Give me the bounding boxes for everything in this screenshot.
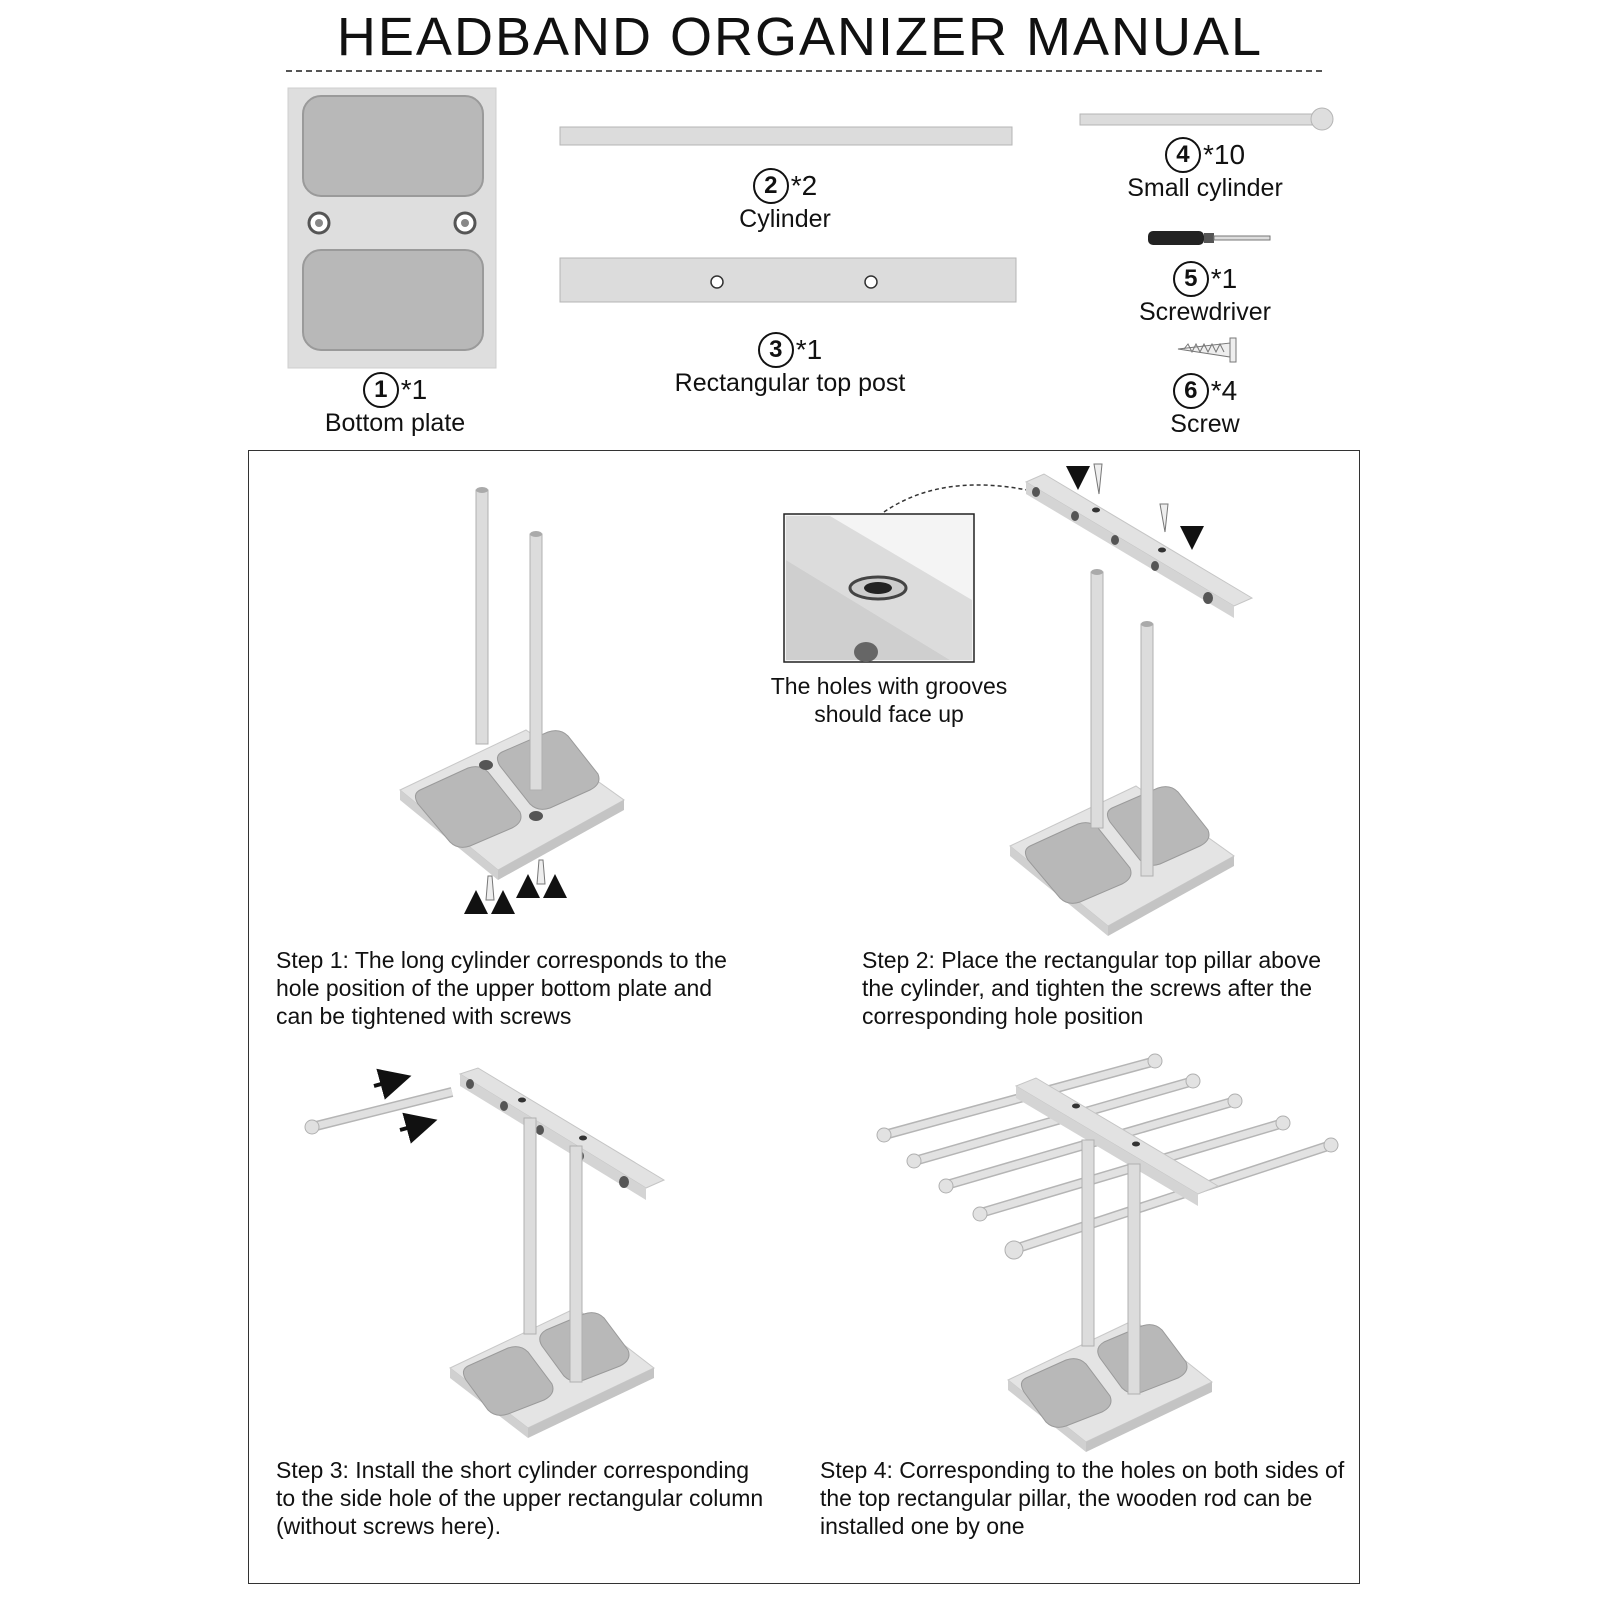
- step-4-text: Step 4: Corresponding to the holes on bo…: [820, 1456, 1350, 1540]
- bottom-plate-illustration: [287, 87, 497, 369]
- screwdriver-illustration: [1148, 231, 1271, 245]
- step-3-line-3: (without screws here).: [276, 1513, 501, 1539]
- part-5-qty: *1: [1210, 263, 1238, 294]
- part-6-label: 6*4 Screw: [1090, 373, 1320, 439]
- part-5-name: Screwdriver: [1139, 298, 1271, 326]
- step-2-line-1: Step 2: Place the rectangular top pillar…: [862, 947, 1322, 973]
- part-3-name: Rectangular top post: [674, 369, 906, 397]
- part-4-label: 4*10 Small cylinder: [1090, 137, 1320, 203]
- step-1-line-1: Step 1: The long cylinder corresponds to…: [276, 947, 727, 973]
- step-2-line-3: corresponding hole position: [862, 1003, 1144, 1029]
- part-6-qty: *4: [1210, 375, 1238, 406]
- part-3-number: 3: [757, 332, 794, 368]
- screw-illustration: [1177, 337, 1237, 363]
- part-1-name: Bottom plate: [324, 409, 466, 437]
- groove-callout: The holes with grooves should face up: [750, 672, 1028, 728]
- title-divider: [286, 70, 1322, 72]
- step-2-line-2: the cylinder, and tighten the screws aft…: [862, 975, 1313, 1001]
- part-4-name: Small cylinder: [1127, 174, 1283, 202]
- part-2-name: Cylinder: [739, 205, 831, 233]
- assembly-steps-panel: [248, 450, 1360, 1584]
- part-1-label: 1*1 Bottom plate: [290, 372, 500, 438]
- part-6-number: 6: [1172, 373, 1209, 409]
- step-3-line-2: to the side hole of the upper rectangula…: [276, 1485, 764, 1511]
- step-1-illustration: [399, 487, 625, 914]
- step-4-line-3: installed one by one: [820, 1513, 1025, 1539]
- cylinder-illustration: [559, 126, 1013, 146]
- step-2-illustration: [783, 463, 1254, 936]
- step-1-line-2: hole position of the upper bottom plate …: [276, 975, 713, 1001]
- step-1-line-3: can be tightened with screws: [276, 1003, 572, 1029]
- step-4-line-2: the top rectangular pillar, the wooden r…: [820, 1485, 1313, 1511]
- step-3-illustration: [304, 1067, 666, 1438]
- part-4-number: 4: [1164, 137, 1201, 173]
- step-1-text: Step 1: The long cylinder corresponds to…: [276, 946, 836, 1030]
- part-2-qty: *2: [790, 170, 818, 201]
- page-title: HEADBAND ORGANIZER MANUAL: [336, 7, 1264, 67]
- step-3-line-1: Step 3: Install the short cylinder corre…: [276, 1457, 750, 1483]
- part-6-name: Screw: [1170, 410, 1240, 438]
- part-4-qty: *10: [1202, 139, 1246, 170]
- step-2-text: Step 2: Place the rectangular top pillar…: [862, 946, 1342, 1030]
- part-2-label: 2*2 Cylinder: [660, 168, 910, 234]
- small-cylinder-illustration: [1079, 107, 1334, 131]
- groove-callout-line-2: should face up: [814, 701, 964, 727]
- step-4-illustration: [876, 1053, 1339, 1452]
- groove-callout-line-1: The holes with grooves: [770, 673, 1008, 699]
- part-3-label: 3*1 Rectangular top post: [640, 332, 940, 398]
- rectangular-top-post-illustration: [559, 257, 1017, 303]
- part-3-qty: *1: [795, 334, 823, 365]
- part-1-qty: *1: [400, 374, 428, 405]
- part-5-label: 5*1 Screwdriver: [1090, 261, 1320, 327]
- part-5-number: 5: [1172, 261, 1209, 297]
- step-3-text: Step 3: Install the short cylinder corre…: [276, 1456, 816, 1540]
- part-1-number: 1: [362, 372, 399, 408]
- part-2-number: 2: [752, 168, 789, 204]
- step-4-line-1: Step 4: Corresponding to the holes on bo…: [820, 1457, 1345, 1483]
